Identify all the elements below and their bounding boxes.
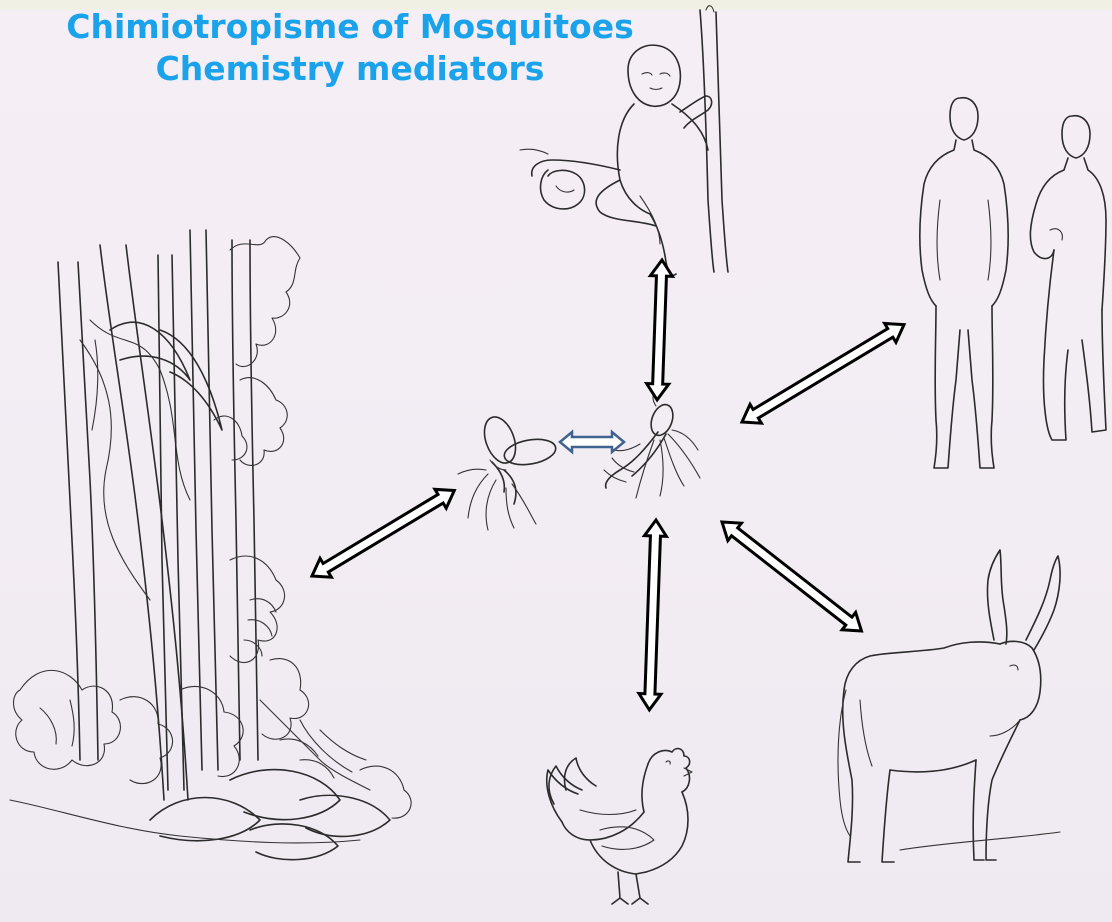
arrow-mosquito-monkey	[646, 260, 673, 401]
arrow-mosquito-forest	[306, 481, 460, 585]
title-line-1: Chimiotropisme of Mosquitoes	[20, 6, 680, 48]
diagram-title: Chimiotropisme of Mosquitoes Chemistry m…	[20, 6, 680, 90]
rooster-icon	[547, 749, 692, 904]
zebu-cattle-icon	[838, 550, 1060, 862]
arrow-mosquito-mosquito	[560, 432, 624, 452]
arrow-mosquito-humans	[736, 315, 909, 431]
arrow-mosquito-zebu	[715, 513, 868, 639]
mosquito-left-icon	[458, 413, 558, 530]
humans-icon	[920, 98, 1106, 468]
forest-vegetation-icon	[10, 230, 411, 860]
arrow-mosquito-rooster	[638, 520, 667, 711]
title-line-2: Chemistry mediators	[20, 48, 680, 90]
